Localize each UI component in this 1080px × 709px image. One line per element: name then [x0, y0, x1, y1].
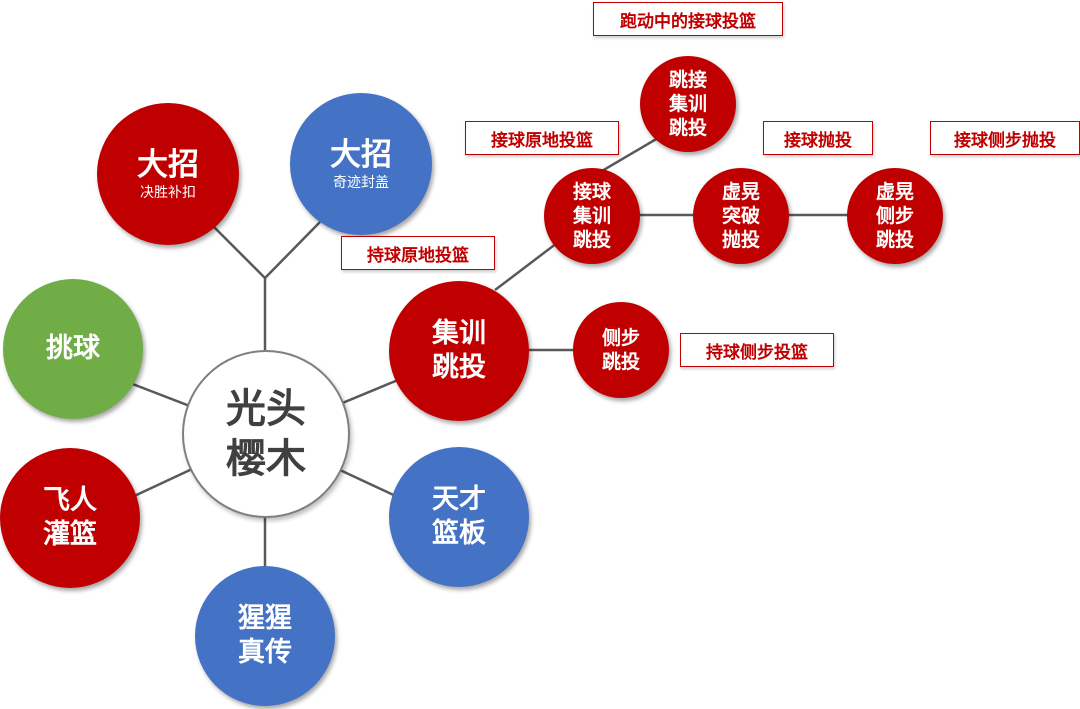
skill-line3: 抛投: [721, 229, 760, 251]
skill-line1: 飞人: [43, 485, 97, 516]
center-node-guangtou-sakuragi[interactable]: 光头 樱木: [182, 350, 350, 518]
connector-jixun-to-jieqiu: [494, 242, 558, 291]
skill-line1: 虚晃: [875, 181, 914, 203]
skill-feiren-guanlan[interactable]: 飞人 灌篮: [0, 448, 140, 588]
skill-dazhao-qiji-fenggai[interactable]: 大招 奇迹封盖: [290, 93, 432, 235]
center-line2: 樱木: [226, 436, 306, 482]
skill-line1: 虚晃: [721, 181, 760, 203]
skill-line2: 跳投: [601, 351, 640, 373]
skill-line3: 跳投: [668, 117, 707, 139]
skill-line1: 接球: [572, 181, 611, 203]
label-chiqiu-cebu-toulan: 持球侧步投篮: [680, 333, 834, 367]
connector-dazhao-buzha: [204, 217, 266, 279]
label-jieqiu-cebu-paotou: 接球侧步抛投: [930, 121, 1080, 155]
skill-line1: 天才: [432, 484, 486, 515]
skill-line2: 真传: [238, 637, 292, 668]
skill-line2: 灌篮: [43, 519, 97, 550]
skill-line3: 跳投: [875, 229, 914, 251]
skill-tiancai-lanban[interactable]: 天才 篮板: [389, 447, 529, 587]
skill-subtitle: 奇迹封盖: [333, 175, 389, 191]
skill-xingxing-zhenchuan[interactable]: 猩猩 真传: [195, 566, 335, 706]
skill-title: 大招: [137, 147, 199, 183]
skill-label: 挑球: [46, 333, 100, 364]
skill-tiaoqiu[interactable]: 挑球: [3, 279, 143, 419]
label-paodong-jieqiu-toulan: 跑动中的接球投篮: [593, 2, 783, 36]
skill-cebu-tiaotou[interactable]: 侧步 跳投: [573, 302, 669, 398]
skill-line2: 集训: [572, 205, 611, 227]
label-jieqiu-paotou: 接球抛投: [763, 121, 873, 155]
skill-xuhuang-tupo-paotou[interactable]: 虚晃 突破 抛投: [693, 168, 789, 264]
skill-subtitle: 决胜补扣: [140, 185, 196, 201]
skill-dazhao-juesheng-bukou[interactable]: 大招 决胜补扣: [97, 103, 239, 245]
skill-line1: 猩猩: [238, 603, 292, 634]
label-chiqiu-yuandi-toulan: 持球原地投篮: [341, 236, 495, 270]
skill-line2: 突破: [721, 205, 760, 227]
skill-xuhuang-cebu-tiaotou[interactable]: 虚晃 侧步 跳投: [847, 168, 943, 264]
skill-line2: 侧步: [875, 205, 914, 227]
skill-title: 大招: [330, 137, 392, 173]
label-jieqiu-yuandi-toulan: 接球原地投篮: [465, 121, 619, 155]
connector-dazhao-gaimao: [264, 221, 321, 279]
skill-line3: 跳投: [572, 229, 611, 251]
skill-line2: 集训: [668, 93, 707, 115]
skill-line1: 集训: [432, 318, 486, 349]
skill-line2: 篮板: [432, 518, 486, 549]
skill-jieqiu-jixun-tiaotou[interactable]: 接球 集训 跳投: [544, 168, 640, 264]
skill-line1: 跳接: [668, 69, 707, 91]
skill-line2: 跳投: [432, 352, 486, 383]
skill-line1: 侧步: [601, 327, 640, 349]
skill-tiaojie-jixun-tiaotou[interactable]: 跳接 集训 跳投: [640, 56, 736, 152]
skill-jixun-tiaotou[interactable]: 集训 跳投: [389, 281, 529, 421]
center-line1: 光头: [226, 386, 306, 432]
